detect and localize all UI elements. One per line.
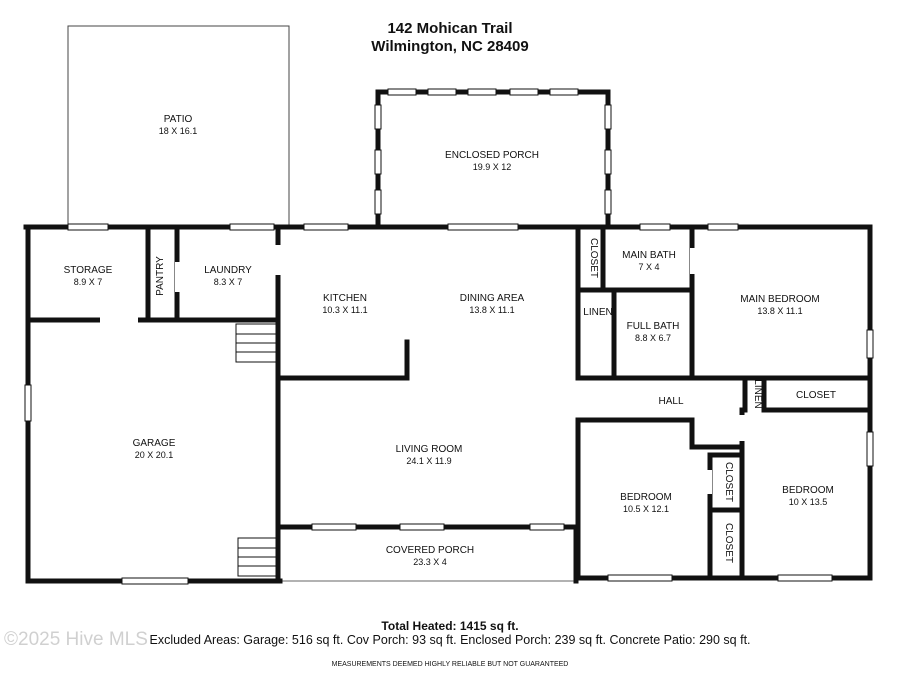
door-gaps bbox=[100, 245, 745, 494]
room-pantry: PANTRY bbox=[155, 256, 166, 296]
room-name: CLOSET bbox=[796, 390, 836, 401]
room-dimensions: 8.3 X 7 bbox=[214, 277, 243, 287]
walls bbox=[23, 89, 873, 584]
room-dimensions: 19.9 X 12 bbox=[473, 162, 512, 172]
room-dimensions: 13.8 X 11.1 bbox=[757, 306, 802, 316]
room-dimensions: 24.1 X 11.9 bbox=[406, 456, 451, 466]
room-name: PANTRY bbox=[155, 256, 166, 296]
room-name: HALL bbox=[658, 396, 683, 407]
room-dimensions: 20 X 20.1 bbox=[135, 450, 174, 460]
room-name: ENCLOSED PORCH bbox=[445, 150, 539, 161]
room-name: FULL BATH bbox=[627, 321, 680, 332]
room-dimensions: 10.3 X 11.1 bbox=[322, 305, 367, 315]
room-closet-2: CLOSET bbox=[796, 390, 836, 401]
disclaimer: MEASUREMENTS DEEMED HIGHLY RELIABLE BUT … bbox=[331, 661, 569, 668]
room-closet-4: CLOSET bbox=[723, 523, 734, 563]
excluded-areas: Excluded Areas: Garage: 516 sq ft. Cov P… bbox=[149, 633, 751, 647]
watermark: ©2025 Hive MLS bbox=[4, 629, 148, 650]
room-linen-2: LINEN bbox=[752, 379, 763, 408]
room-dimensions: 8.9 X 7 bbox=[74, 277, 103, 287]
room-name: LIVING ROOM bbox=[396, 444, 463, 455]
room-name: LAUNDRY bbox=[204, 265, 252, 276]
room-dimensions: 10.5 X 12.1 bbox=[623, 504, 669, 514]
stairs bbox=[235, 323, 277, 577]
room-dimensions: 8.8 X 6.7 bbox=[635, 333, 671, 343]
room-name: COVERED PORCH bbox=[386, 545, 474, 556]
room-dimensions: 7 X 4 bbox=[638, 262, 659, 272]
room-linen-1: LINEN bbox=[583, 307, 612, 318]
windows bbox=[24, 88, 874, 585]
room-name: MAIN BEDROOM bbox=[740, 294, 819, 305]
room-closet-1: CLOSET bbox=[588, 238, 599, 278]
room-name: STORAGE bbox=[64, 265, 113, 276]
room-name: LINEN bbox=[752, 379, 763, 408]
room-name: LINEN bbox=[583, 307, 612, 318]
room-name: DINING AREA bbox=[460, 293, 525, 304]
room-name: PATIO bbox=[164, 114, 193, 125]
room-name: CLOSET bbox=[723, 462, 734, 502]
room-dimensions: 13.8 X 11.1 bbox=[469, 305, 514, 315]
room-name: BEDROOM bbox=[620, 492, 672, 503]
room-dimensions: 10 X 13.5 bbox=[789, 497, 828, 507]
room-dimensions: 18 X 16.1 bbox=[159, 126, 198, 136]
room-dimensions: 23.3 X 4 bbox=[413, 557, 447, 567]
room-name: CLOSET bbox=[723, 523, 734, 563]
total-heated: Total Heated: 1415 sq ft. bbox=[381, 619, 519, 633]
room-name: KITCHEN bbox=[323, 293, 367, 304]
room-name: GARAGE bbox=[133, 438, 176, 449]
address-line-1: 142 Mohican Trail bbox=[387, 20, 513, 37]
room-name: BEDROOM bbox=[782, 485, 834, 496]
room-closet-3: CLOSET bbox=[723, 462, 734, 502]
room-name: MAIN BATH bbox=[622, 250, 676, 261]
address-line-2: Wilmington, NC 28409 bbox=[371, 38, 529, 55]
room-hall: HALL bbox=[658, 396, 683, 407]
room-name: CLOSET bbox=[588, 238, 599, 278]
